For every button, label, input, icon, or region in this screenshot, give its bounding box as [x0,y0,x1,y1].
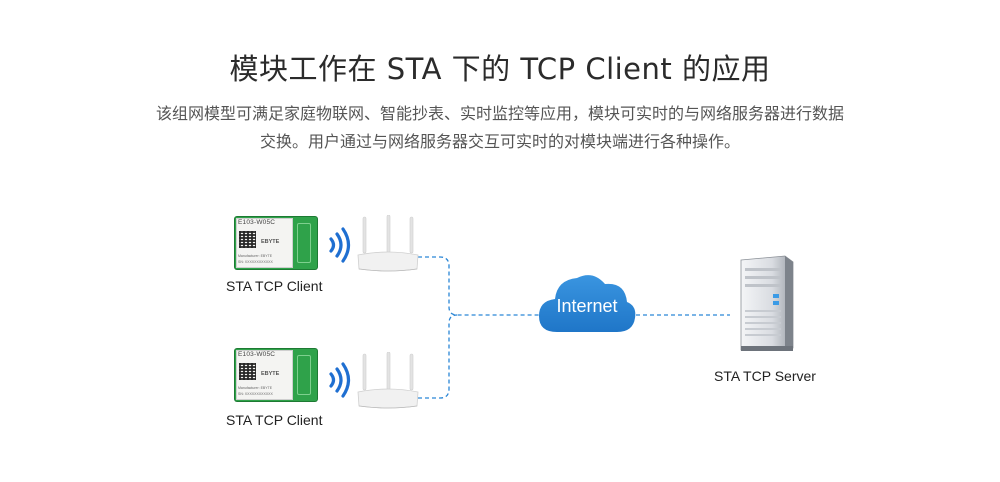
module-model-label: E103-W05C [238,219,276,226]
link-router-top [418,256,540,316]
server-label: STA TCP Server [714,368,816,384]
router-icon [357,215,419,272]
module-shield [236,218,293,268]
wifi-module-1: E103-W05C EBYTE Manufacturer: EBYTE SN: … [235,217,317,269]
server-icon [740,255,794,351]
wifi-module-2: E103-W05C EBYTE Manufacturer: EBYTE SN: … [235,349,317,401]
qr-code-icon [239,231,256,248]
module-sn-label: SN: XXXXXXXXXXXX [238,260,273,264]
module-sn-label: SN: XXXXXXXXXXXX [238,392,273,396]
pcb-antenna [297,223,311,263]
module-brand-label: EBYTE [261,371,280,377]
module-brand-label: EBYTE [261,239,280,245]
qr-code-icon [239,363,256,380]
module-manufacturer-label: Manufacturer: EBYTE [238,386,273,390]
client-label-2: STA TCP Client [226,412,323,428]
client-label-1: STA TCP Client [226,278,323,294]
wifi-signal-icon [329,362,351,398]
pcb-antenna [297,355,311,395]
module-model-label: E103-W05C [238,351,276,358]
link-router-bottom [418,314,458,399]
module-manufacturer-label: Manufacturer: EBYTE [238,254,273,258]
cloud-icon [539,275,636,332]
cloud-label: Internet [556,296,618,316]
page-title: 模块工作在 STA 下的 TCP Client 的应用 [229,52,771,86]
router-icon [357,352,419,409]
page-description: 该组网模型可满足家庭物联网、智能抄表、实时监控等应用，模块可实时的与网络服务器进… [155,104,844,151]
wifi-signal-icon [329,227,351,263]
